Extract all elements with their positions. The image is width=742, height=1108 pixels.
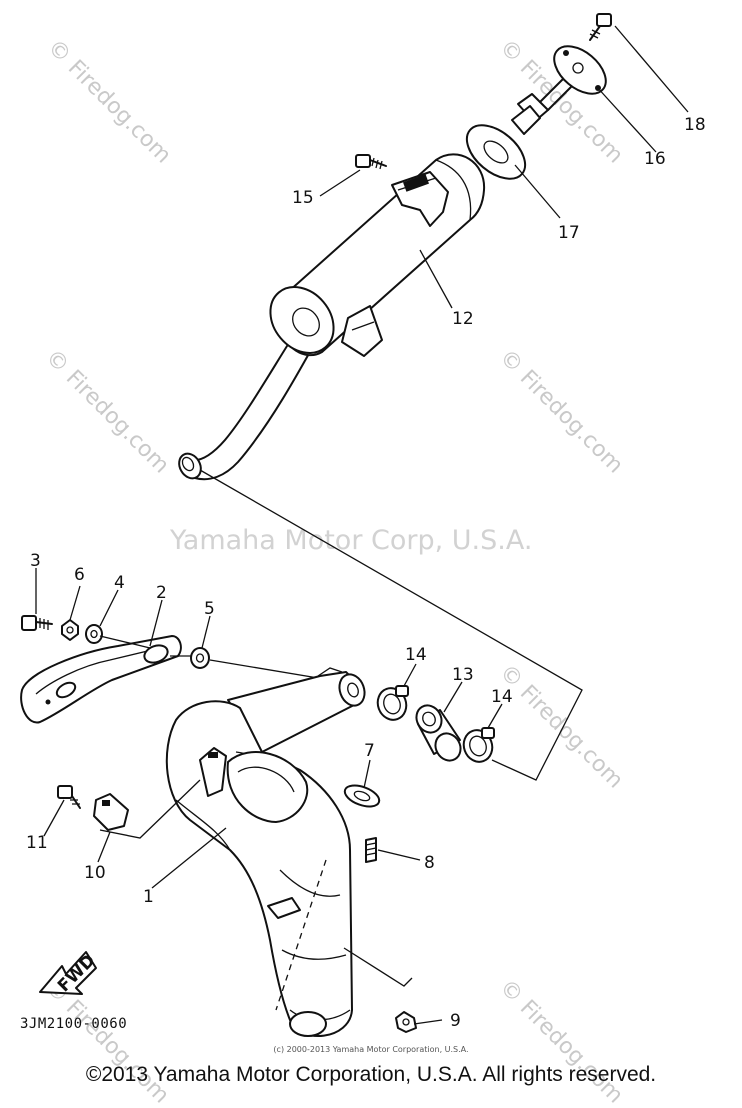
callout-14b: 14 (491, 687, 513, 707)
callout-5: 5 (204, 599, 215, 619)
clamp-14-upper (376, 685, 409, 721)
clamp-14-lower (462, 727, 495, 763)
bolt-11 (57, 785, 81, 809)
leader-lines-upper (319, 25, 689, 309)
callout-9: 9 (450, 1011, 461, 1031)
callout-1: 1 (143, 887, 154, 907)
callout-15: 15 (292, 188, 314, 208)
callout-3: 3 (30, 551, 41, 571)
washer-4 (85, 624, 103, 644)
diagram-small-copyright: (c) 2000-2013 Yamaha Motor Corporation, … (273, 1045, 469, 1054)
gasket-17 (465, 124, 527, 180)
callout-10: 10 (84, 863, 106, 883)
fwd-arrow: FWD (39, 951, 100, 996)
assembly-guide-line (199, 469, 583, 781)
bracket-2 (20, 635, 182, 724)
callout-14a: 14 (405, 645, 427, 665)
callout-18: 18 (684, 115, 706, 135)
callout-13: 13 (452, 665, 474, 685)
bolt-18 (589, 13, 612, 41)
diagram-code: 3JM2100-0060 (20, 1016, 128, 1032)
callout-16: 16 (644, 149, 666, 169)
nut-6 (61, 619, 79, 641)
callout-12: 12 (452, 309, 474, 329)
nut-9 (395, 1011, 417, 1033)
callout-6: 6 (74, 565, 85, 585)
callout-numbers: 1 2 3 4 5 6 7 8 9 10 11 12 13 14 14 15 1… (26, 115, 706, 1031)
tailpipe-16 (511, 45, 607, 135)
callout-2: 2 (156, 583, 167, 603)
callout-7: 7 (364, 741, 375, 761)
bolt-3 (21, 615, 53, 631)
washer-5 (190, 647, 210, 669)
gasket-7 (343, 784, 381, 808)
stud-8 (365, 837, 377, 863)
bolt-15 (355, 154, 387, 170)
watermark-yamaha: Yamaha Motor Corp, U.S.A. (170, 525, 533, 556)
leader-lines-lower (35, 568, 503, 1025)
callout-17: 17 (558, 223, 580, 243)
callout-4: 4 (114, 573, 125, 593)
callout-8: 8 (424, 853, 435, 873)
expansion-chamber-1 (165, 667, 366, 1037)
damper-10 (93, 793, 129, 831)
muffler-assembly (178, 13, 612, 481)
copyright-footer: ©2013 Yamaha Motor Corporation, U.S.A. A… (85, 1063, 657, 1086)
callout-11: 11 (26, 833, 48, 853)
joint-13 (415, 704, 462, 762)
